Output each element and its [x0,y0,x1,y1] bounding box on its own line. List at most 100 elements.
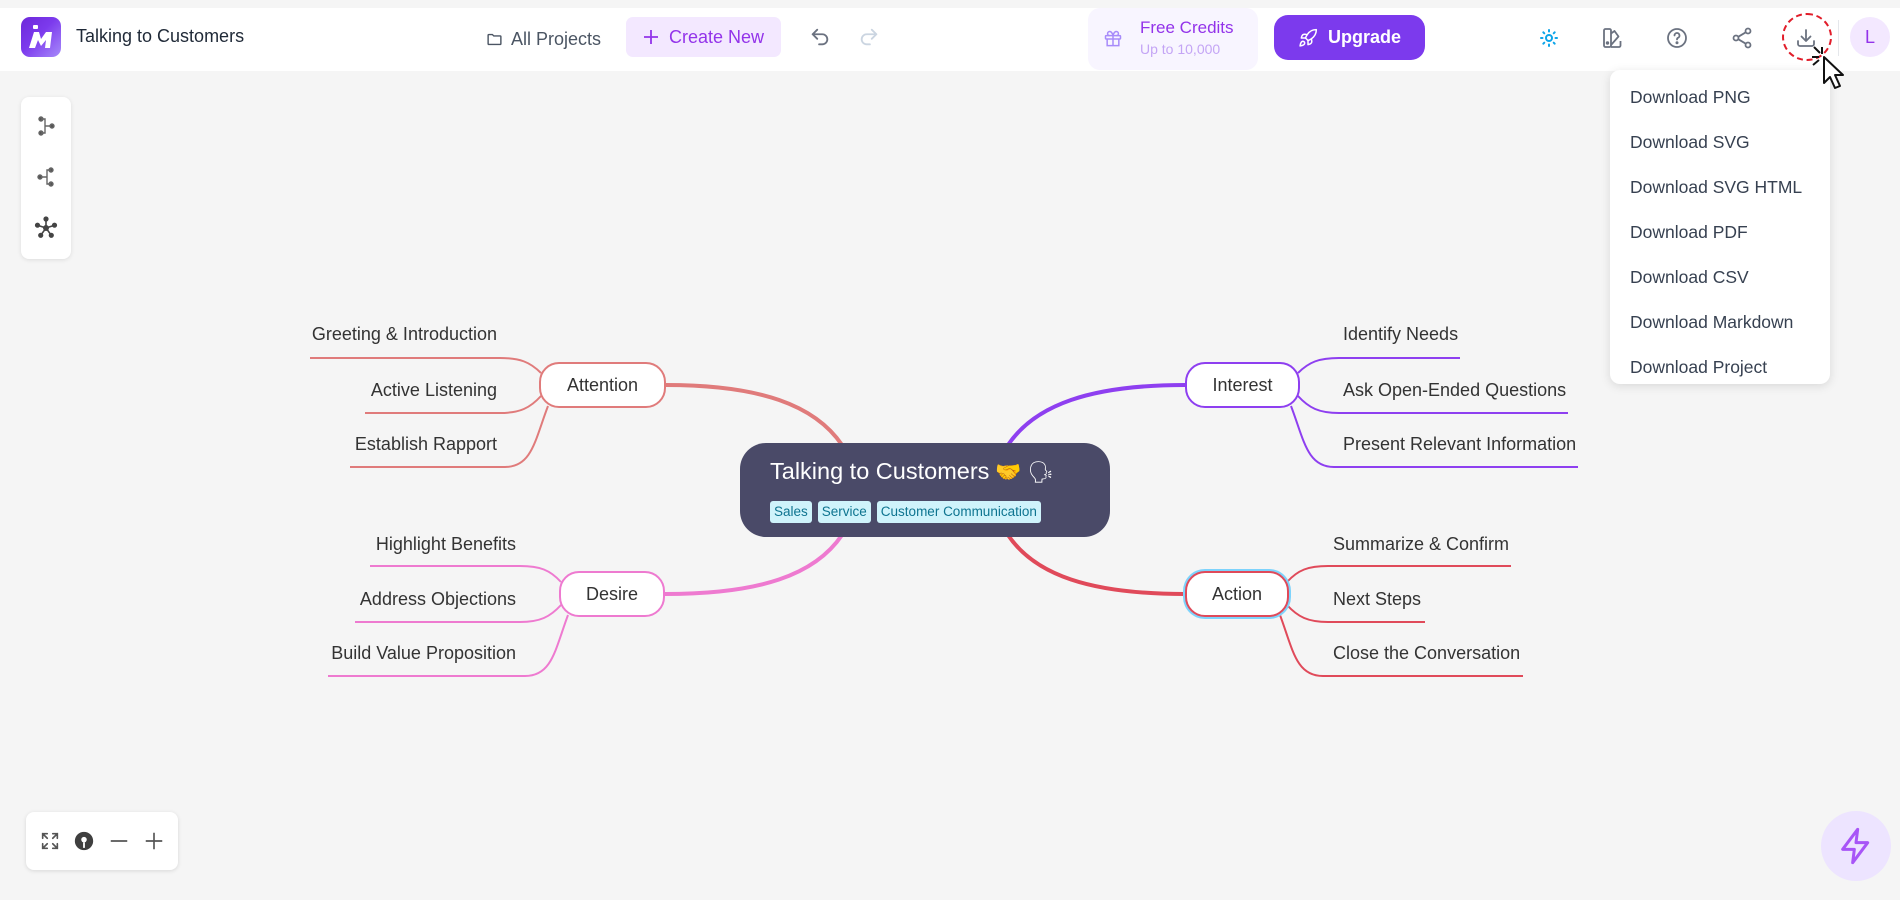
menu-item-download-svg[interactable]: Download SVG [1630,132,1750,152]
folder-icon [487,33,502,45]
all-projects-label: All Projects [511,28,602,49]
leaf-ask-open-ended-questions[interactable]: Ask Open-Ended Questions [1343,380,1567,400]
leaf-greeting-introduction[interactable]: Greeting & Introduction [311,324,497,344]
undo-button[interactable] [806,22,834,52]
leaf-line-establish-rapport [350,405,549,468]
undo-icon [811,28,829,46]
tag-service[interactable]: Service [817,501,871,523]
leaf-line-close-conversation [1279,614,1523,677]
share-button[interactable] [1726,22,1758,54]
leaf-identify-needs[interactable]: Identify Needs [1343,324,1459,344]
leaf-line-identify-needs [1297,357,1460,374]
zoom-in-button[interactable] [141,828,167,854]
fit-screen-icon [41,832,59,850]
tag-customer-communication[interactable]: Customer Communication [876,501,1041,523]
root-tags: Sales Service Customer Communication [770,501,1041,523]
leaf-line-highlight-benefits [370,565,562,583]
document-title[interactable]: Talking to Customers [76,26,245,46]
help-icon [1667,28,1687,48]
branch-node-attention[interactable]: Attention [539,362,666,408]
leaf-summarize-confirm[interactable]: Summarize & Confirm [1333,534,1510,554]
root-title-text: Talking to Customers [770,458,990,484]
create-new-label: Create New [668,26,765,47]
root-node[interactable]: Talking to Customers🤝 🗣 Sales Service Cu… [740,443,1110,537]
leaf-build-value-proposition[interactable]: Build Value Proposition [331,643,516,663]
menu-item-download-svg-html[interactable]: Download SVG HTML [1630,177,1803,197]
locate-icon [74,831,94,851]
download-icon [1797,29,1815,47]
app-logo[interactable] [21,17,61,57]
fit-screen-button[interactable] [37,828,63,854]
zoom-out-icon [110,840,128,842]
redo-button[interactable] [855,22,883,52]
download-button[interactable] [1790,22,1822,54]
layout-radial-button[interactable] [31,213,61,243]
header-divider [1838,20,1839,56]
leaf-line-greeting [310,357,542,374]
connector-interest [1006,383,1186,447]
leaf-line-summarize [1286,565,1511,583]
locate-button[interactable] [71,828,97,854]
connector-attention [665,383,844,447]
rocket-icon [1299,28,1318,47]
help-button[interactable] [1661,22,1693,54]
palette-icon [1603,28,1622,48]
menu-item-download-markdown[interactable]: Download Markdown [1630,312,1794,332]
connector-desire [664,533,844,596]
all-projects-link[interactable]: All Projects [486,22,601,56]
root-title: Talking to Customers🤝 🗣 [770,458,1054,485]
upgrade-label: Upgrade [1327,27,1401,47]
theme-toggle-button[interactable] [1533,22,1565,54]
menu-item-download-png[interactable]: Download PNG [1630,87,1751,107]
leaf-line-ask-questions [1297,395,1568,414]
zoom-in-icon [145,832,163,850]
top-bar: Talking to Customers All Projects Create… [0,8,1900,71]
user-avatar[interactable]: L [1850,17,1890,57]
menu-item-download-pdf[interactable]: Download PDF [1630,222,1748,242]
logo-icon [29,25,52,48]
menu-item-download-csv[interactable]: Download CSV [1630,267,1749,287]
leaf-close-the-conversation[interactable]: Close the Conversation [1333,643,1521,663]
menu-item-download-project[interactable]: Download Project [1630,357,1768,377]
leaf-line-active-listening [365,395,542,414]
leaf-highlight-benefits[interactable]: Highlight Benefits [375,534,516,554]
leaf-present-relevant-information[interactable]: Present Relevant Information [1343,434,1577,454]
plus-icon [643,30,658,44]
canvas-controls [26,812,178,870]
root-emojis: 🤝 🗣 [995,461,1055,484]
ai-assistant-button[interactable] [1821,811,1891,881]
leaf-address-objections[interactable]: Address Objections [359,589,516,609]
layout-left-icon [37,167,54,187]
layout-right-icon [38,116,55,136]
upgrade-button[interactable]: Upgrade [1274,15,1425,60]
layout-left-button[interactable] [31,162,61,192]
redo-icon [860,28,878,46]
credits-title: Free Credits [1140,18,1234,37]
create-new-button[interactable]: Create New [626,17,781,57]
connector-action [1006,533,1186,596]
leaf-line-address-objections [355,604,562,623]
theme-palette-button[interactable] [1596,22,1628,54]
tag-sales[interactable]: Sales [770,501,812,523]
branch-node-action[interactable]: Action [1185,571,1289,617]
leaf-next-steps[interactable]: Next Steps [1333,589,1422,609]
leaf-establish-rapport[interactable]: Establish Rapport [354,434,497,454]
leaf-line-present-info [1290,405,1578,468]
branch-node-interest[interactable]: Interest [1185,362,1300,408]
layout-radial-icon [34,216,58,238]
leaf-line-build-value [328,614,569,677]
layout-right-button[interactable] [31,111,61,141]
download-menu: Download PNG Download SVG Download SVG H… [1610,70,1830,384]
credits-subtitle: Up to 10,000 [1140,41,1221,57]
branch-node-desire[interactable]: Desire [559,571,665,617]
free-credits-button[interactable]: Free Credits Up to 10,000 [1088,8,1258,70]
leaf-line-next-steps [1286,604,1425,623]
lightning-icon [1841,827,1870,865]
sun-icon [1540,29,1558,47]
layout-toolbar [21,97,71,259]
leaf-active-listening[interactable]: Active Listening [370,380,497,400]
zoom-out-button[interactable] [106,828,132,854]
